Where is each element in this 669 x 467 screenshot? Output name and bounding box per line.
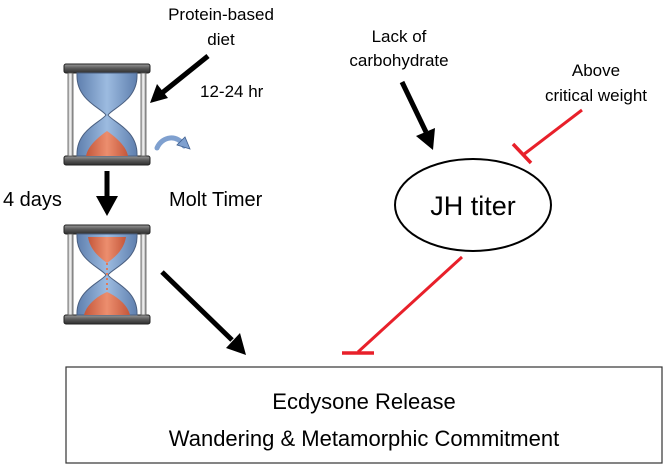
outcome-line2: Wandering & Metamorphic Commitment <box>169 426 559 451</box>
arrow-carb-to-jh <box>399 80 435 150</box>
jh-titer-node <box>394 158 552 252</box>
hourglass-icon <box>63 224 151 325</box>
arrow-hourglass-down <box>96 171 118 216</box>
arrow-hourglass-to-ecdysone <box>160 270 246 355</box>
inhibition-weight-to-jh <box>511 108 583 165</box>
four-days-label: 4 days <box>3 189 62 211</box>
carb-label-line2: carbohydrate <box>349 51 448 70</box>
ecdysone-box <box>65 366 663 464</box>
arrow-protein-to-hourglass <box>150 54 210 103</box>
protein-label-line2: diet <box>207 30 235 49</box>
protein-label-line1: Protein-based <box>168 5 274 24</box>
outcome-line1: Ecdysone Release <box>272 389 455 414</box>
molt-timer-label: Molt Timer <box>169 189 263 211</box>
weight-label-line2: critical weight <box>545 86 647 105</box>
hourglass-icon <box>63 63 151 166</box>
rotate-arrow-icon <box>154 135 191 151</box>
weight-label-line1: Above <box>572 61 620 80</box>
inhibition-jh-to-ecdysone <box>342 255 464 355</box>
jh-titer-label: JH titer <box>430 191 516 221</box>
carb-label-line1: Lack of <box>372 27 427 46</box>
protein-time-label: 12-24 hr <box>200 82 264 101</box>
